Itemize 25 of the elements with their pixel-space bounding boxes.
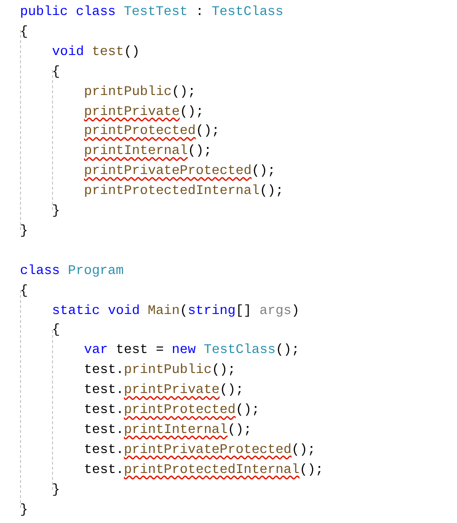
code-line: printPublic();	[84, 82, 196, 101]
code-line: test.printProtected();	[84, 401, 260, 419]
code-line: printProtectedInternal();	[84, 182, 284, 200]
code-line: }	[52, 480, 60, 499]
code-line: printPrivateProtected();	[84, 162, 276, 180]
code-line: var test = new TestClass();	[84, 341, 300, 360]
code-line: void test()	[52, 42, 140, 61]
code-line: test.printProtectedInternal();	[84, 460, 324, 479]
code-line: {	[52, 321, 60, 340]
code-line: test.printPrivateProtected();	[84, 440, 316, 459]
code-line: printInternal();	[84, 142, 212, 160]
code-line: {	[52, 62, 60, 81]
code-line: }	[20, 222, 28, 240]
code-line: }	[20, 500, 28, 518]
code-line: public class TestTest : TestClass	[20, 3, 284, 21]
code-line: test.printPublic();	[84, 361, 236, 380]
code-line: static void Main(string[] args)	[52, 302, 300, 320]
code-line: {	[20, 282, 28, 300]
code-line: printProtected();	[84, 122, 220, 140]
code-line: {	[20, 22, 28, 41]
code-line: test.printInternal();	[84, 420, 252, 439]
code-line: test.printPrivate();	[84, 381, 244, 400]
code-line: printPrivate();	[84, 102, 204, 120]
code-line: class Program	[20, 262, 124, 280]
code-line: }	[52, 202, 60, 220]
